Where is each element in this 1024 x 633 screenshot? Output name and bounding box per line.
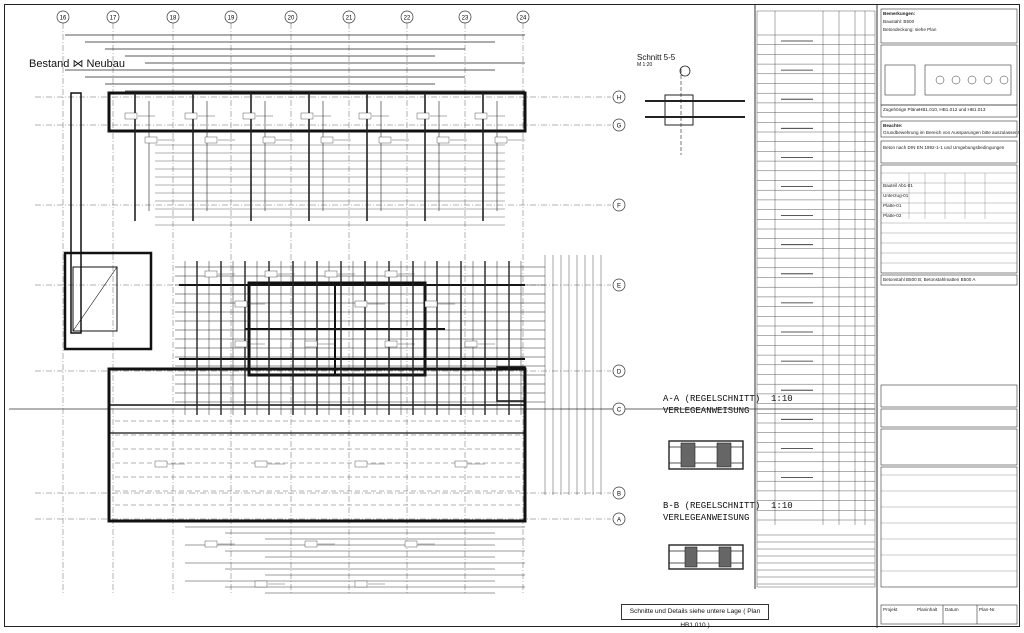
- grid-column-bubble: 23: [458, 10, 472, 24]
- svg-text:D: D: [617, 370, 622, 376]
- grid-row-bubble: H: [612, 90, 626, 104]
- grid-row-bubble: C: [612, 402, 626, 416]
- grid-row-bubble: G: [612, 118, 626, 132]
- bottom-label-planinhalt: Planinhalt: [917, 607, 938, 612]
- grid-column-bubble: 19: [224, 10, 238, 24]
- svg-text:24: 24: [520, 16, 527, 22]
- schnitt-title: Schnitt 5-5 M 1:20: [637, 53, 675, 68]
- svg-text:22: 22: [404, 16, 411, 22]
- svg-text:H: H: [617, 96, 621, 102]
- plans-value: HB1.010, HB1.012 und HB1.013: [919, 107, 986, 112]
- title-block-lines: [881, 64, 1017, 572]
- notes-line-1: Baustahl: B500: [883, 19, 915, 24]
- notes-line-2: Betondeckung: siehe Plan: [883, 27, 937, 32]
- grid-bubbles: 16 17 18 19 20 21 22 23 24H G F E D C B A: [56, 10, 626, 526]
- svg-text:19: 19: [228, 16, 235, 22]
- grid-row-bubble: D: [612, 364, 626, 378]
- steel-list-table: [756, 10, 876, 588]
- svg-text:20: 20: [288, 16, 295, 22]
- legend-neubau: Neubau: [86, 58, 126, 70]
- grid-row-bubble: F: [612, 198, 626, 212]
- steel-note: Betonstahl B500 B; Betonstahlmatten B500…: [883, 277, 976, 282]
- rebar-labels: [124, 112, 525, 588]
- plan-canvas: 16 17 18 19 20 21 22 23 24H G F E D C B A: [9, 5, 1018, 628]
- section-aa-subtitle: VERLEGEANWEISUNG: [663, 406, 750, 416]
- grid-column-bubble: 20: [284, 10, 298, 24]
- concrete-row-2: Unterzug-01: [883, 193, 909, 198]
- concrete-row-1: Bauteil Ab1-01: [883, 183, 913, 188]
- concrete-label: Beton nach DIN EN 1992-1-1 und Umgebungs…: [883, 145, 1005, 150]
- grid-column-bubble: 24: [516, 10, 530, 24]
- bottom-label-projekt: Projekt: [883, 607, 898, 612]
- section-bb-scale: 1:10: [771, 501, 793, 511]
- plans-label: Zugehörige Pläne:: [883, 107, 921, 112]
- grid-column-bubble: 22: [400, 10, 414, 24]
- svg-text:16: 16: [60, 16, 67, 22]
- concrete-row-3: Platte-01: [883, 203, 902, 208]
- bestand-neubau-icon: ⋈: [72, 58, 84, 70]
- schnitt-scale: M 1:20: [637, 62, 653, 68]
- grid-column-bubble: 18: [166, 10, 180, 24]
- section-bb-drawing: [668, 544, 744, 570]
- svg-text:B: B: [617, 492, 621, 498]
- legend-bestand-neubau: Bestand ⋈ Neubau: [29, 57, 125, 70]
- svg-text:A: A: [617, 518, 621, 524]
- bottom-label-datum: Datum: [945, 607, 959, 612]
- section-aa-drawing: [668, 440, 744, 470]
- legend-bestand: Bestand: [29, 58, 70, 70]
- section-bb-label: B-B (REGELSCHNITT): [663, 501, 761, 511]
- bottom-label-plan-nr: Plan-Nr.: [979, 607, 996, 612]
- svg-text:23: 23: [462, 16, 469, 22]
- rebar-lines: [65, 34, 602, 594]
- title-block-frame: [880, 8, 1018, 625]
- remarks-value: Grundbewehrung im Bereich von Aussparung…: [883, 130, 1019, 135]
- grid-column-bubble: 21: [342, 10, 356, 24]
- section-aa-scale: 1:10: [771, 394, 793, 404]
- concrete-row-4: Platte-02: [883, 213, 902, 218]
- svg-text:18: 18: [170, 16, 177, 22]
- section-aa-label: A-A (REGELSCHNITT): [663, 394, 761, 404]
- svg-text:G: G: [617, 124, 622, 130]
- svg-text:E: E: [617, 284, 621, 290]
- grid-row-bubble: A: [612, 512, 626, 526]
- schnitt-detail: [645, 65, 745, 155]
- remarks-label: Beachte:: [883, 123, 903, 128]
- notes-header: Bemerkungen:: [883, 11, 916, 16]
- plan-note: Schnitte und Details siehe untere Lage (…: [621, 604, 769, 629]
- grid-column-bubble: 16: [56, 10, 70, 24]
- grid-column-bubble: 17: [106, 10, 120, 24]
- svg-text:21: 21: [346, 16, 353, 22]
- section-aa-title: A-A (REGELSCHNITT) 1:10 VERLEGEANWEISUNG: [663, 393, 793, 417]
- section-bb-subtitle: VERLEGEANWEISUNG: [663, 513, 750, 523]
- svg-text:F: F: [617, 204, 621, 210]
- schnitt-title-text: Schnitt 5-5: [637, 53, 676, 62]
- section-bb-title: B-B (REGELSCHNITT) 1:10 VERLEGEANWEISUNG: [663, 500, 793, 524]
- svg-text:17: 17: [110, 16, 117, 22]
- grid-row-bubble: B: [612, 486, 626, 500]
- grid-row-bubble: E: [612, 278, 626, 292]
- svg-text:C: C: [617, 408, 622, 414]
- building-outline: [63, 91, 527, 523]
